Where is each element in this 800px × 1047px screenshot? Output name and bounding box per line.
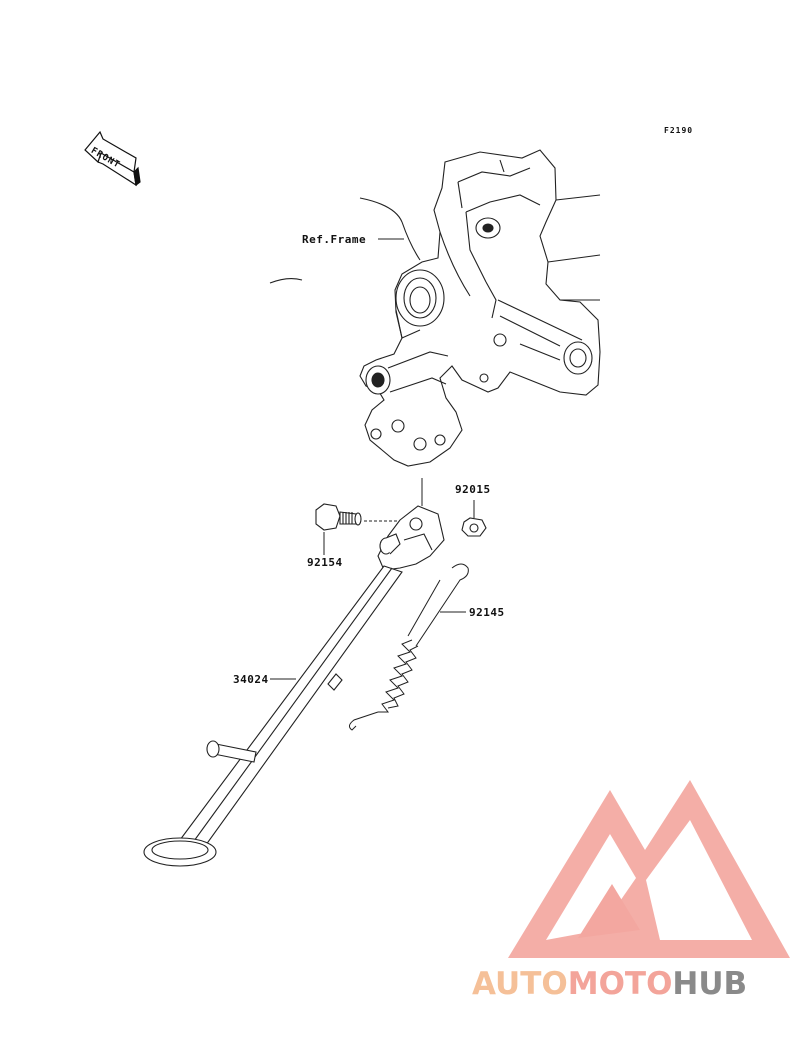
watermark-text: AUTOMOTOHUB [472,966,747,1002]
label-34024: 34024 [233,673,269,686]
label-92015: 92015 [455,483,491,496]
bolt-92154 [315,503,362,531]
watermark-word-auto: AUTO [472,966,568,1002]
figure-code: F2190 [664,126,694,135]
label-92145: 92145 [469,606,505,619]
leader-lines [270,238,475,680]
watermark-word-moto: MOTO [567,966,673,1002]
spring-92145 [348,563,469,731]
watermark-logo-icon [508,780,790,958]
front-arrow-icon [84,130,141,187]
frame-drawing [269,149,601,467]
nut-92015 [461,517,487,537]
label-ref-frame: Ref.Frame [302,233,367,246]
label-92154: 92154 [307,556,343,569]
side-stand-34024 [143,505,445,867]
watermark-word-hub: HUB [672,966,748,1002]
